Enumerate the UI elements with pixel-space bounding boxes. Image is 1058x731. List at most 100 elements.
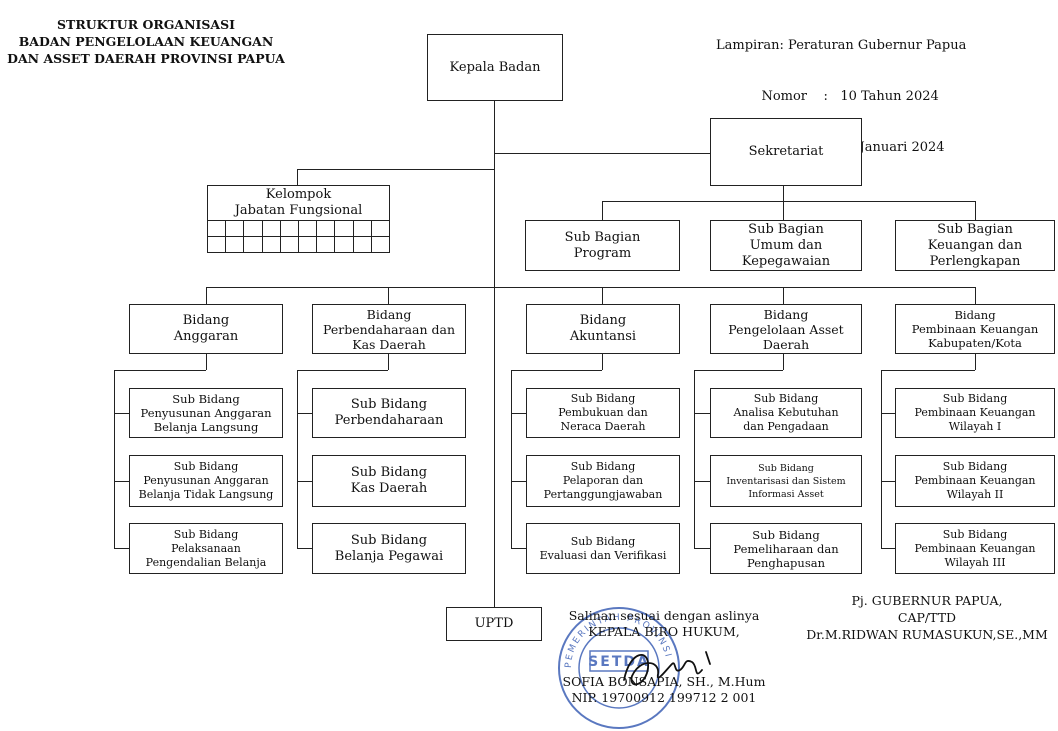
title-line-2: BADAN PENGELOLAAN KEUANGAN <box>18 34 274 49</box>
bidang-line: Bidang <box>763 306 809 322</box>
subbidang-line: Sub Bidang <box>570 460 636 473</box>
bidang-line: Bidang <box>366 306 412 322</box>
subbidang-line: Evaluasi dan Verifikasi <box>539 548 667 562</box>
subbidang-box: Sub Bidang Pembinaan Keuangan Wilayah I <box>895 388 1055 438</box>
subbidang-box: Sub Bidang Pembinaan Keuangan Wilayah II <box>895 455 1055 507</box>
subbidang-box: Sub Bidang Belanja Pegawai <box>312 523 466 574</box>
subbagian-line: Umum dan <box>749 237 823 253</box>
uptd-label: UPTD <box>474 616 514 631</box>
bidang-anggaran-box: Bidang Anggaran <box>129 304 283 354</box>
subbagian-line: Kepegawaian <box>741 253 831 269</box>
subbidang-line: Pembukuan dan <box>558 406 648 419</box>
bidang-kabkota-box: Bidang Pembinaan Keuangan Kabupaten/Kota <box>895 304 1055 354</box>
signature-icon <box>623 651 711 686</box>
stamp-seal-icon: PEMERINTAH PROVINSI SETDA <box>558 607 680 729</box>
subbagian-umum-box: Sub Bagian Umum dan Kepegawaian <box>710 220 862 271</box>
kepala-badan-box: Kepala Badan <box>427 34 563 101</box>
bidang-line: Bidang <box>954 308 996 322</box>
bidang-asset-box: Bidang Pengelolaan Asset Daerah <box>710 304 862 354</box>
bidang-perbendaharaan-box: Bidang Perbendaharaan dan Kas Daerah <box>312 304 466 354</box>
subbidang-line: Penghapusan <box>747 555 825 570</box>
subbidang-line: Belanja Pegawai <box>334 548 444 564</box>
chart-title: STRUKTUR ORGANISASI BADAN PENGELOLAAN KE… <box>0 16 292 67</box>
subbidang-box: Sub Bidang Kas Daerah <box>312 455 466 507</box>
subbidang-line: Pembinaan Keuangan <box>914 474 1036 487</box>
subbidang-line: Sub Bidang <box>173 460 239 473</box>
subbidang-line: Neraca Daerah <box>560 420 646 433</box>
subbidang-line: Sub Bidang <box>758 462 814 474</box>
subbidang-line: Sub Bidang <box>942 527 1008 541</box>
governor-title: Pj. GUBERNUR PAPUA, <box>851 593 1003 608</box>
uptd-box: UPTD <box>446 607 542 641</box>
bidang-line: Pembinaan Keuangan <box>911 322 1039 336</box>
subbagian-line: Keuangan dan <box>927 237 1023 253</box>
jabatan-fungsional-grid <box>207 220 390 253</box>
subbidang-line: Sub Bidang <box>942 460 1008 473</box>
subbidang-line: Pertanggungjawaban <box>543 488 663 501</box>
bidang-line: Perbendaharaan dan <box>322 321 456 337</box>
subbidang-line: Informasi Asset <box>748 488 824 500</box>
subbidang-line: Pembinaan Keuangan <box>914 541 1036 555</box>
subbidang-box: Sub Bidang Pemeliharaan dan Penghapusan <box>710 523 862 574</box>
subbidang-line: Pembinaan Keuangan <box>914 406 1036 419</box>
title-line-1: STRUKTUR ORGANISASI <box>57 17 235 32</box>
subbidang-line: Belanja Tidak Langsung <box>138 488 274 501</box>
jabfung-line-1: Kelompok <box>265 186 332 202</box>
subbidang-line: Sub Bidang <box>173 527 239 541</box>
copy-line <box>554 656 774 672</box>
subbidang-line: Penyusunan Anggaran <box>143 474 269 487</box>
subbagian-line: Program <box>573 245 632 261</box>
subbidang-box: Sub Bidang Perbendaharaan <box>312 388 466 438</box>
copy-line <box>554 640 774 656</box>
subbidang-box: Sub Bidang Pembukuan dan Neraca Daerah <box>526 388 680 438</box>
subbidang-line: Pelaporan dan <box>562 474 644 487</box>
copy-certification-block: Salinan sesuai dengan aslinya KEPALA BIR… <box>554 608 774 706</box>
lampiran-line-2: Nomor : 10 Tahun 2024 <box>716 89 939 104</box>
subbidang-box: Sub Bidang Pelaporan dan Pertanggungjawa… <box>526 455 680 507</box>
subbidang-line: Wilayah III <box>944 555 1006 569</box>
governor-name: Dr.M.RIDWAN RUMASUKUN,SE.,MM <box>806 627 1048 642</box>
subbidang-box: Sub Bidang Pelaksanaan Pengendalian Bela… <box>129 523 283 574</box>
subbidang-box: Sub Bidang Penyusunan Anggaran Belanja T… <box>129 455 283 507</box>
bidang-line: Bidang <box>182 313 230 328</box>
subbidang-line: dan Pengadaan <box>743 420 829 433</box>
subbidang-line: Penyusunan Anggaran <box>140 406 272 420</box>
subbidang-line: Pelaksanaan <box>171 541 241 555</box>
subbidang-line: Sub Bidang <box>570 534 636 548</box>
bidang-line: Daerah <box>762 336 810 352</box>
subbidang-line: Sub Bidang <box>350 397 428 412</box>
title-line-3: DAN ASSET DAERAH PROVINSI PAPUA <box>7 51 285 66</box>
bidang-line: Kabupaten/Kota <box>928 336 1022 350</box>
subbidang-line: Wilayah I <box>948 420 1002 433</box>
subbidang-line: Sub Bidang <box>752 527 820 542</box>
subbidang-line: Kas Daerah <box>350 481 428 496</box>
subbidang-line: Sub Bidang <box>942 392 1008 405</box>
subbidang-line: Sub Bidang <box>350 465 428 480</box>
copy-line: Salinan sesuai dengan aslinya <box>568 608 760 623</box>
subbidang-line: Analisa Kebutuhan <box>733 406 839 419</box>
subbidang-line: Sub Bidang <box>350 532 428 548</box>
subbidang-line: Sub Bidang <box>172 392 240 406</box>
subbidang-line: Belanja Langsung <box>153 420 259 434</box>
subbidang-line: Sub Bidang <box>570 392 636 405</box>
bidang-line: Anggaran <box>173 329 239 344</box>
subbidang-line: Wilayah II <box>946 488 1004 501</box>
kepala-badan-label: Kepala Badan <box>449 59 541 75</box>
subbidang-line: Inventarisasi dan Sistem <box>726 475 846 487</box>
subbidang-box: Sub Bidang Evaluasi dan Verifikasi <box>526 523 680 574</box>
subbidang-line: Perbendaharaan <box>334 413 444 428</box>
bidang-akuntansi-box: Bidang Akuntansi <box>526 304 680 354</box>
subbidang-box: Sub Bidang Penyusunan Anggaran Belanja L… <box>129 388 283 438</box>
subbidang-box: Sub Bidang Analisa Kebutuhan dan Pengada… <box>710 388 862 438</box>
subbidang-box: Sub Bidang Inventarisasi dan Sistem Info… <box>710 455 862 507</box>
lampiran-line-1: Lampiran: Peraturan Gubernur Papua <box>716 38 967 53</box>
bidang-line: Pengelolaan Asset <box>728 321 844 337</box>
subbidang-line: Pengendalian Belanja <box>145 555 267 569</box>
stamp-text: SETDA <box>588 654 650 670</box>
jabfung-line-2: Jabatan Fungsional <box>234 202 363 218</box>
jabatan-fungsional-box: Kelompok Jabatan Fungsional <box>207 185 390 221</box>
subbagian-keuangan-box: Sub Bagian Keuangan dan Perlengkapan <box>895 220 1055 271</box>
bidang-line: Akuntansi <box>569 329 637 344</box>
subbagian-line: Sub Bagian <box>564 229 641 245</box>
sekretariat-label: Sekretariat <box>748 144 824 159</box>
